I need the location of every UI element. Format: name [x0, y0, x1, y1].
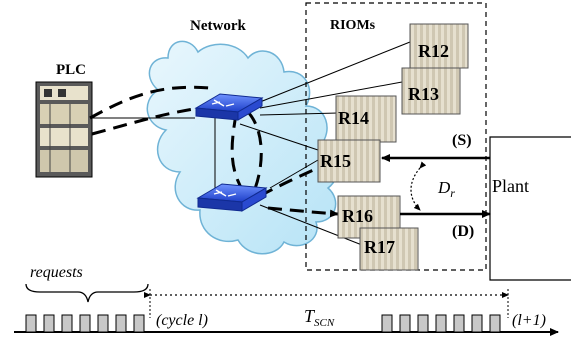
- plant-label: Plant: [492, 176, 529, 196]
- riom-r15-label: R15: [320, 151, 351, 171]
- upper-switch: [194, 93, 264, 121]
- requests-brace: [25, 283, 149, 303]
- riom-r12: R12: [409, 23, 469, 69]
- rioms-label: RIOMs: [330, 18, 376, 33]
- riom-r17-label: R17: [364, 237, 395, 257]
- lower-switch: [196, 183, 268, 212]
- actuator-tag: (D): [452, 223, 474, 240]
- tscn-label: TSCN: [304, 306, 335, 329]
- plc-device: [35, 81, 93, 178]
- cycle-l-label: (cycle l): [156, 312, 208, 329]
- network-links: [92, 41, 411, 246]
- riom-r12-label: R12: [418, 41, 449, 61]
- riom-r13: R13: [401, 67, 461, 115]
- riom-r17: R17: [359, 227, 419, 271]
- riom-r13-label: R13: [408, 84, 439, 104]
- request-pulses-cycle-l: [25, 314, 145, 333]
- requests-label: requests: [30, 264, 83, 281]
- next-cycle-label: (l+1): [512, 312, 546, 329]
- sensor-tag: (S): [452, 132, 472, 149]
- dr-label: Dr: [437, 178, 455, 200]
- riom-r14: R14: [335, 95, 397, 143]
- riom-r16-label: R16: [342, 206, 373, 226]
- request-pulses-cycle-l-plus-1: [381, 314, 501, 333]
- dr-delay-arrow: [410, 161, 427, 211]
- plant-box: [489, 136, 571, 281]
- plc-label: PLC: [56, 62, 86, 78]
- riom-r15: R15: [317, 139, 381, 183]
- riom-r14-label: R14: [338, 108, 369, 128]
- network-label: Network: [190, 18, 246, 34]
- network-cloud: [146, 40, 339, 255]
- rioms-boundary: [305, 2, 487, 271]
